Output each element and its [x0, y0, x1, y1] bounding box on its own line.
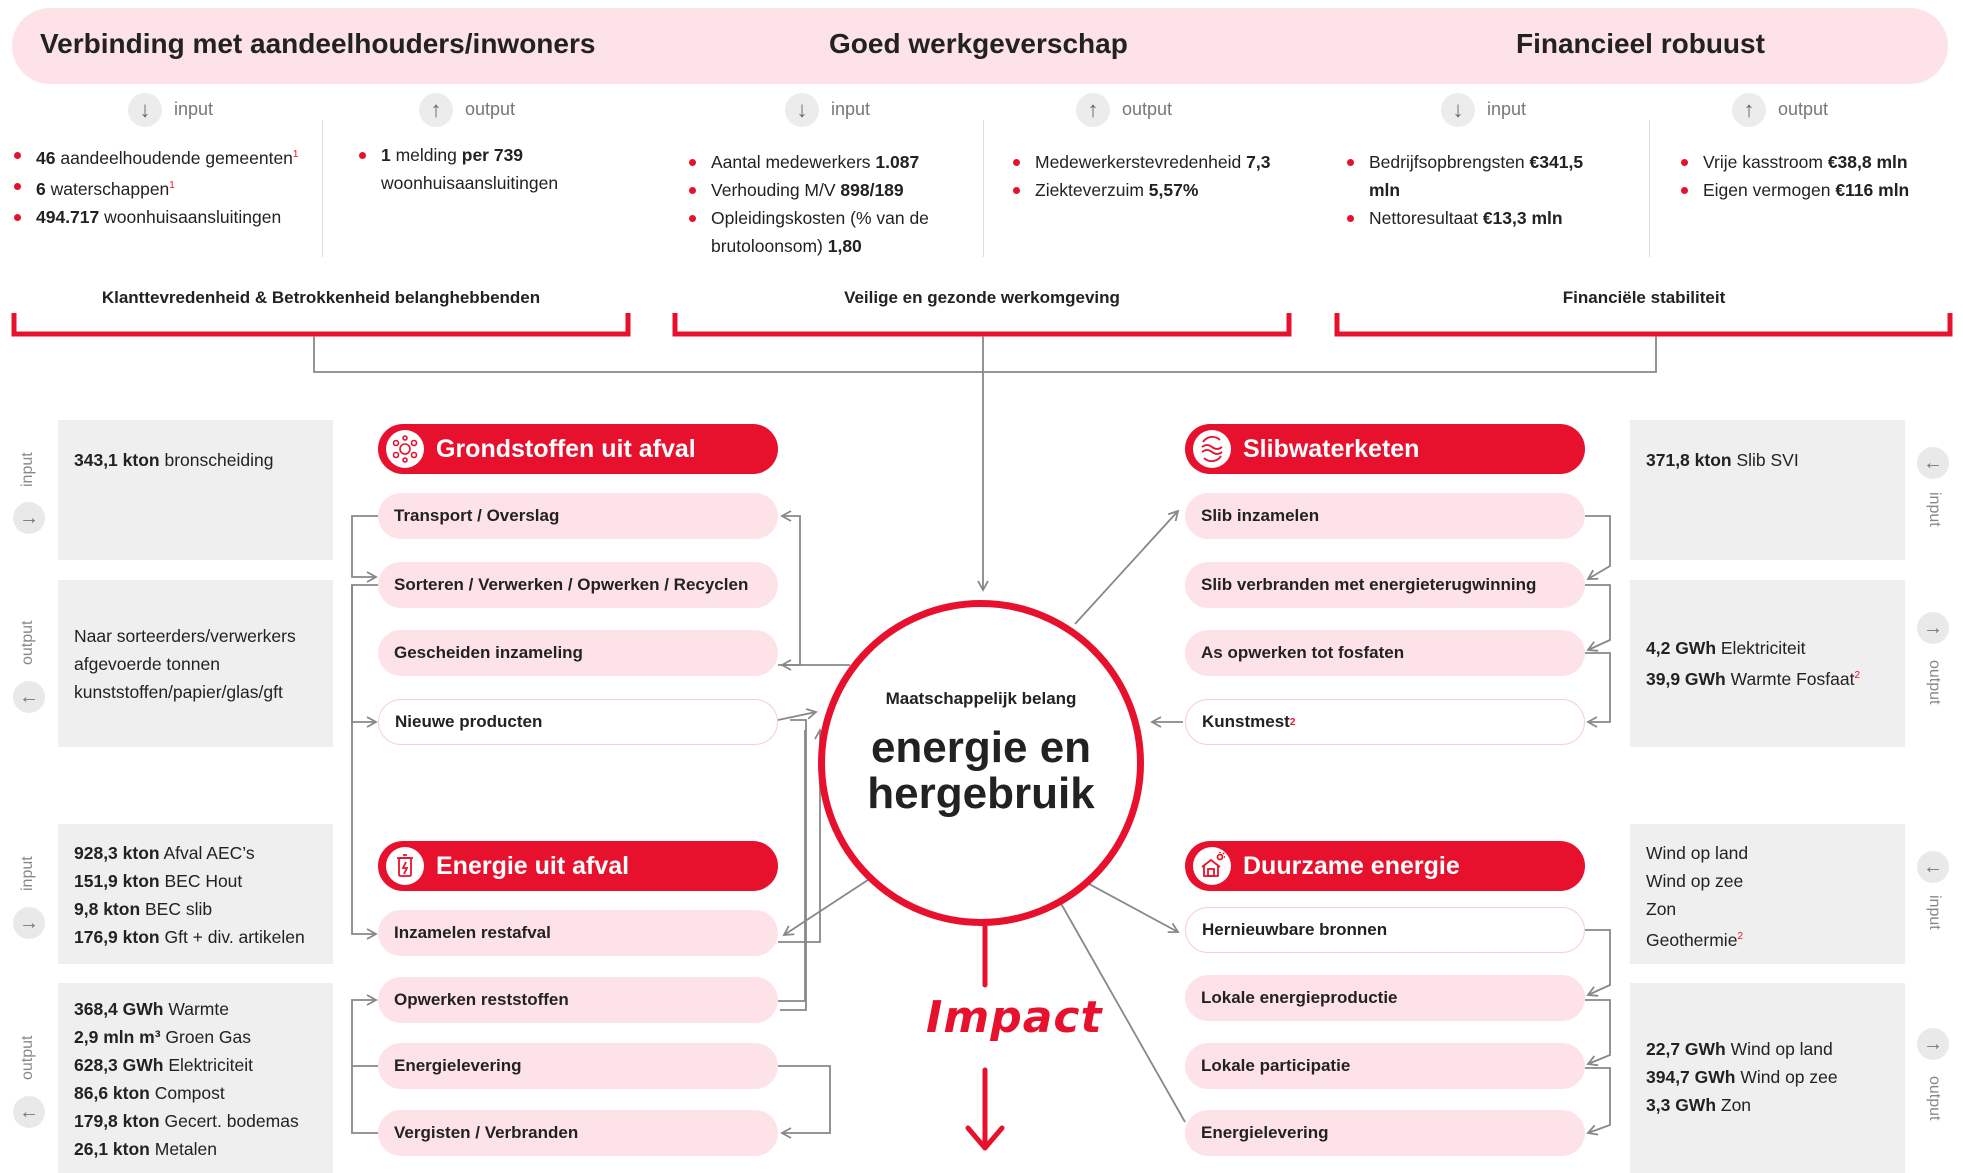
section-header-energie: Energie uit afval — [378, 841, 778, 891]
arrow-up-icon: ↑ — [1732, 93, 1766, 127]
list-item: Bedrijfsopbrengsten €341,5 mln — [1347, 148, 1607, 204]
list-item: Opleidingskosten (% van de brutoloonsom)… — [689, 204, 959, 260]
step-gescheiden-inzameling: Gescheiden inzameling — [378, 630, 778, 676]
list-item: 46 aandeelhoudende gemeenten1 — [14, 141, 314, 172]
bracket-label-financial: Financiële stabiliteit — [1562, 288, 1726, 307]
arrow-right-icon: → — [1917, 612, 1949, 644]
grondstoffen-input-box: 343,1 kton bronscheiding — [58, 420, 333, 560]
arrow-down-icon: ↓ — [128, 93, 162, 127]
impact-arrow — [965, 1067, 1005, 1151]
section-header-duurzaam: Duurzame energie — [1185, 841, 1585, 891]
pillar-title-stakeholders: Verbinding met aandeelhouders/inwoners — [40, 28, 596, 59]
step-sorteren: Sorteren / Verwerken / Opwerken / Recycl… — [378, 562, 778, 608]
center-subtitle: Maatschappelijk belang — [885, 689, 1077, 708]
arrow-up-icon: ↑ — [419, 93, 453, 127]
step-inzamelen-restafval: Inzamelen restafval — [378, 910, 778, 956]
bracket-financial — [1334, 313, 1953, 337]
label-output: output — [1926, 1076, 1943, 1121]
list-item: 1 melding per 739 woonhuisaansluitingen — [359, 141, 599, 197]
energie-input-box: 928,3 kton Afval AEC’s 151,9 kton BEC Ho… — [58, 824, 333, 964]
io-output-2: ↑output — [1076, 93, 1172, 127]
arrow-right-icon: → — [13, 907, 45, 939]
label-output: output — [19, 620, 36, 665]
list-item: Verhouding M/V 898/189 — [689, 176, 959, 204]
arrow-right-icon: → — [1917, 1028, 1949, 1060]
list-item: Aantal medewerkers 1.087 — [689, 148, 959, 176]
label-input: input — [19, 452, 36, 487]
slib-output-box: 4,2 GWh Elektriciteit 39,9 GWh Warmte Fo… — [1630, 580, 1905, 747]
step-energielevering-duurzaam: Energielevering — [1185, 1110, 1585, 1156]
center-circle: Maatschappelijk belang energie en hergeb… — [818, 600, 1144, 926]
label-output: output — [19, 1035, 36, 1080]
arrow-down-icon: ↓ — [785, 93, 819, 127]
pillar-title-employer: Goed werkgeverschap — [829, 28, 1128, 59]
arrow-right-icon: → — [13, 502, 45, 534]
impact-label: Impact — [926, 992, 1103, 1043]
step-transport-overslag: Transport / Overslag — [378, 493, 778, 539]
step-opwerken-reststoffen: Opwerken reststoffen — [378, 977, 778, 1023]
financial-output-list: Vrije kasstroom €38,8 mln Eigen vermogen… — [1681, 148, 1951, 204]
stakeholders-output-list: 1 melding per 739 woonhuisaansluitingen — [359, 141, 599, 197]
recycle-circles-icon — [386, 430, 424, 468]
arrow-left-icon: ← — [1917, 851, 1949, 883]
arrow-left-icon: ← — [13, 681, 45, 713]
io-input-3: ↓input — [1441, 93, 1526, 127]
energie-output-box: 368,4 GWh Warmte 2,9 mln m³ Groen Gas 62… — [58, 983, 333, 1173]
section-header-slib: Slibwaterketen — [1185, 424, 1585, 474]
arrow-down-icon: ↓ — [1441, 93, 1475, 127]
waste-bin-icon — [386, 847, 424, 885]
bracket-stakeholders — [11, 313, 631, 337]
bracket-label-employer: Veilige en gezonde werkomgeving — [844, 288, 1120, 307]
io-input-2: ↓input — [785, 93, 870, 127]
step-lokale-participatie: Lokale participatie — [1185, 1043, 1585, 1089]
step-hernieuwbare-bronnen: Hernieuwbare bronnen — [1185, 907, 1585, 953]
arrow-left-icon: ← — [13, 1096, 45, 1128]
list-item: 494.717 woonhuisaansluitingen — [14, 203, 314, 231]
label-input: input — [1926, 492, 1943, 527]
financial-input-list: Bedrijfsopbrengsten €341,5 mln Nettoresu… — [1347, 148, 1607, 232]
employer-output-list: Medewerkerstevredenheid 7,3 Ziekteverzui… — [1013, 148, 1313, 204]
io-input-1: ↓input — [128, 93, 213, 127]
grondstoffen-output-box: Naar sorteerders/verwerkers afgevoerde t… — [58, 580, 333, 747]
step-lokale-energieproductie: Lokale energieproductie — [1185, 975, 1585, 1021]
divider — [1649, 120, 1650, 257]
step-slib-verbranden: Slib verbranden met energieterugwinning — [1185, 562, 1585, 608]
step-nieuwe-producten: Nieuwe producten — [378, 699, 778, 745]
pillars-banner — [12, 8, 1948, 84]
list-item: Eigen vermogen €116 mln — [1681, 176, 1951, 204]
io-output-3: ↑output — [1732, 93, 1828, 127]
duurzaam-output-box: 22,7 GWh Wind op land 394,7 GWh Wind op … — [1630, 983, 1905, 1173]
house-sun-icon — [1193, 847, 1231, 885]
list-item: 6 waterschappen1 — [14, 172, 314, 203]
center-title-line1: energie en — [870, 723, 1092, 772]
arrow-up-icon: ↑ — [1076, 93, 1110, 127]
arrow-left-icon: ← — [1917, 447, 1949, 479]
bracket-employer — [672, 313, 1292, 337]
bracket-label-stakeholders: Klanttevredenheid & Betrokkenheid belang… — [101, 288, 541, 307]
label-input: input — [19, 856, 36, 891]
step-slib-inzamelen: Slib inzamelen — [1185, 493, 1585, 539]
label-input: input — [1926, 895, 1943, 930]
section-header-grondstoffen: Grondstoffen uit afval — [378, 424, 778, 474]
io-output-1: ↑output — [419, 93, 515, 127]
list-item: Vrije kasstroom €38,8 mln — [1681, 148, 1951, 176]
duurzaam-input-box: Wind op land Wind op zee Zon Geothermie2 — [1630, 824, 1905, 964]
label-output: output — [1926, 660, 1943, 705]
pillar-title-financial: Financieel robuust — [1516, 28, 1765, 59]
divider — [983, 120, 984, 257]
employer-input-list: Aantal medewerkers 1.087 Verhouding M/V … — [689, 148, 959, 260]
list-item: Nettoresultaat €13,3 mln — [1347, 204, 1607, 232]
list-item: Ziekteverzuim 5,57% — [1013, 176, 1313, 204]
step-as-opwerken: As opwerken tot fosfaten — [1185, 630, 1585, 676]
list-item: Medewerkerstevredenheid 7,3 — [1013, 148, 1313, 176]
stakeholders-input-list: 46 aandeelhoudende gemeenten1 6 watersch… — [14, 141, 314, 231]
center-title-line2: hergebruik — [867, 769, 1095, 818]
water-cycle-icon — [1193, 430, 1231, 468]
step-energielevering: Energielevering — [378, 1043, 778, 1089]
slib-input-box: 371,8 kton Slib SVI — [1630, 420, 1905, 560]
step-vergisten-verbranden: Vergisten / Verbranden — [378, 1110, 778, 1156]
divider — [322, 120, 323, 257]
